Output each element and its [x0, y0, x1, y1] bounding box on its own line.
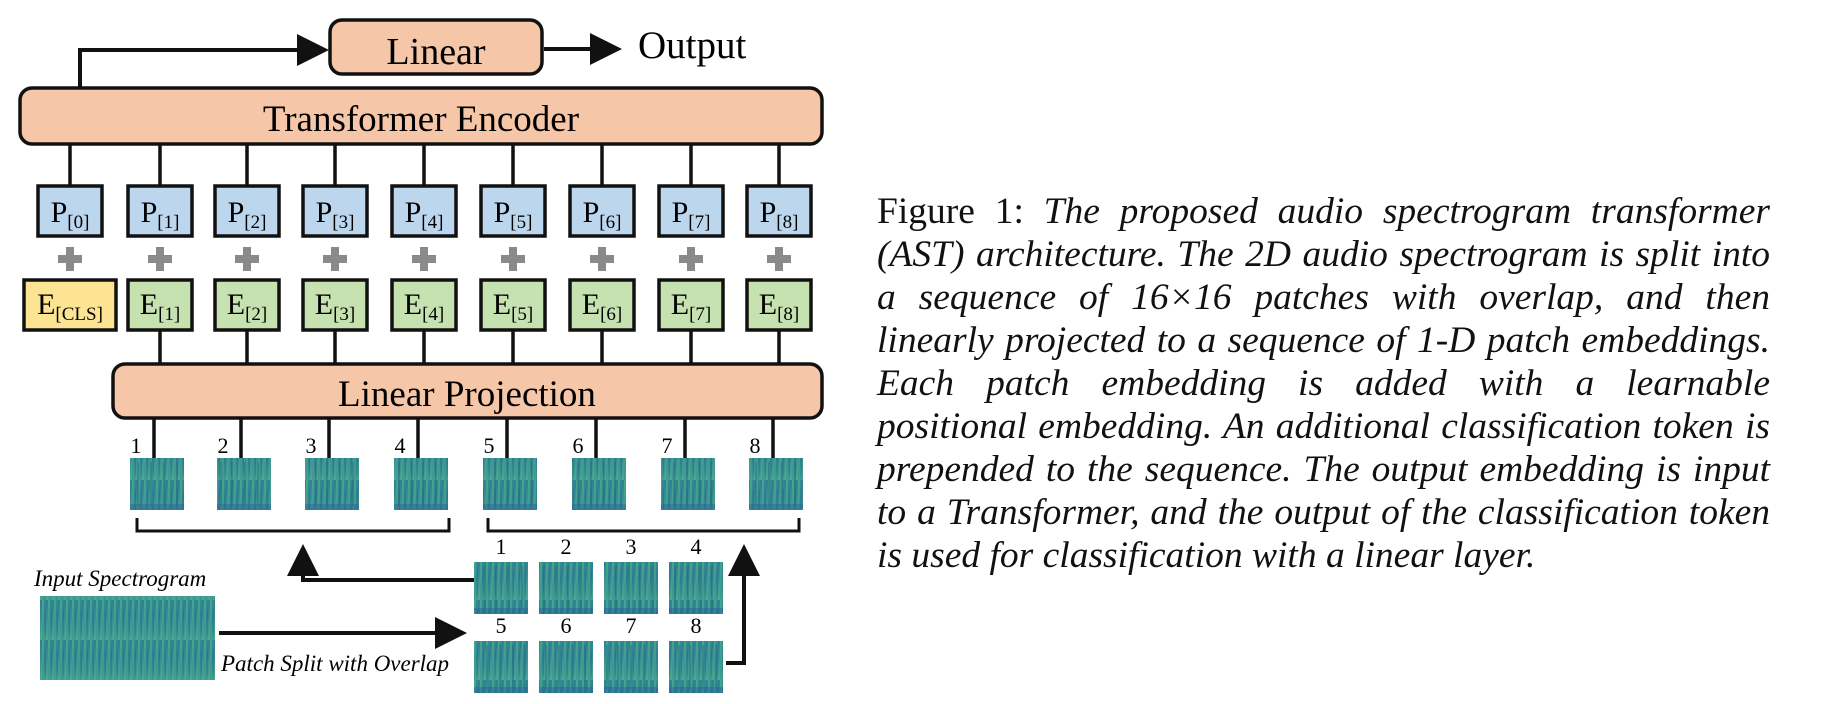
linear-label: Linear: [386, 31, 486, 73]
linear-projection-label: Linear Projection: [338, 374, 596, 415]
split-patch-image: [474, 641, 528, 693]
split-patch-number: 6: [561, 613, 572, 638]
position-embedding-box: P[1]: [126, 184, 194, 238]
split-patch-number: 7: [626, 613, 637, 638]
patch-embedding-box: E[2]: [213, 278, 281, 332]
caption-label: Figure 1:: [877, 191, 1024, 232]
linear-block: [328, 18, 544, 76]
position-embedding-box: P[4]: [390, 184, 458, 238]
input-spectrogram-label: Input Spectrogram: [33, 566, 206, 591]
split-patch-number: 5: [496, 613, 507, 638]
projected-patches: 1 2 3 4 5 6 7 8: [130, 418, 803, 510]
input-spectrogram-image: [40, 596, 215, 680]
split-patch-image: [539, 641, 593, 693]
position-embedding-box: P[6]: [568, 184, 636, 238]
patch-number: 5: [484, 433, 495, 458]
patch-embedding-box: E[6]: [568, 278, 636, 332]
bracket-left: [135, 518, 451, 533]
cls-to-linear-connector: [78, 34, 329, 88]
split-patch-number: 4: [691, 534, 702, 559]
plus-icon: [767, 247, 791, 271]
projected-patch-image: [130, 458, 184, 510]
projected-patch-image: [483, 458, 537, 510]
position-embedding-box: P[2]: [213, 184, 281, 238]
split-patch-image: [604, 562, 658, 614]
position-embedding-box: P[7]: [657, 184, 725, 238]
bracket-right: [486, 518, 801, 533]
split-patch-image: [669, 641, 723, 693]
projected-patch-image: [394, 458, 448, 510]
patch-number: 2: [218, 433, 229, 458]
position-embedding-box: P[8]: [745, 184, 813, 238]
output-label: Output: [638, 24, 747, 67]
patch-number: 4: [395, 433, 406, 458]
patch-embedding-box: E[8]: [745, 278, 813, 332]
cls-token-box: E[CLS]: [22, 278, 118, 332]
split-patch-image: [539, 562, 593, 614]
patch-number: 8: [750, 433, 761, 458]
position-embedding-box: P[3]: [301, 184, 369, 238]
patch-split-label: Patch Split with Overlap: [220, 651, 449, 676]
position-embedding-box: P[0]: [36, 184, 104, 238]
split-patch-grid: 1 2 3 4 5 6 7 8: [474, 534, 723, 693]
patch-number: 7: [662, 433, 673, 458]
plus-icon: [590, 247, 614, 271]
arrow-row1-to-left-bracket: [287, 544, 474, 582]
split-patch-image: [604, 641, 658, 693]
position-embedding-box: P[5]: [479, 184, 547, 238]
plus-icon: [148, 247, 172, 271]
split-patch-image: [669, 562, 723, 614]
split-patch-number: 3: [626, 534, 637, 559]
plus-icon: [323, 247, 347, 271]
patch-number: 1: [131, 433, 142, 458]
plus-icon: [501, 247, 525, 271]
projected-patch-image: [572, 458, 626, 510]
projected-patch-image: [217, 458, 271, 510]
caption-text: The proposed audio spectrogram transform…: [877, 191, 1770, 576]
transformer-encoder-label: Transformer Encoder: [263, 99, 579, 140]
plus-icon: [679, 247, 703, 271]
split-patch-number: 1: [496, 534, 507, 559]
plus-icon: [412, 247, 436, 271]
patch-embedding-box: E[3]: [301, 278, 369, 332]
patch-number: 3: [306, 433, 317, 458]
patch-embedding-box: E[5]: [479, 278, 547, 332]
ast-architecture-diagram: Linear Output Transformer Encoder P[0] E[…: [18, 18, 824, 693]
projected-patch-image: [749, 458, 803, 510]
patch-embedding-box: E[4]: [390, 278, 458, 332]
transformer-encoder-block: [18, 86, 824, 146]
figure-caption: Figure 1: The proposed audio spectrogram…: [877, 190, 1770, 577]
arrow-row2-to-right-bracket: [726, 544, 760, 665]
patch-number: 6: [573, 433, 584, 458]
split-patch-image: [474, 562, 528, 614]
linear-projection-block: [111, 362, 824, 420]
token-columns: P[0] E[CLS]P[1] E[1] P[2] E[2] P[3] E[3] P[4] E[…: [22, 144, 813, 364]
plus-icon: [235, 247, 259, 271]
patch-embedding-box: E[1]: [126, 278, 194, 332]
split-patch-number: 2: [561, 534, 572, 559]
projected-patch-image: [661, 458, 715, 510]
projected-patch-image: [305, 458, 359, 510]
plus-icon: [58, 247, 82, 271]
patch-embedding-box: E[7]: [657, 278, 725, 332]
split-patch-number: 8: [691, 613, 702, 638]
